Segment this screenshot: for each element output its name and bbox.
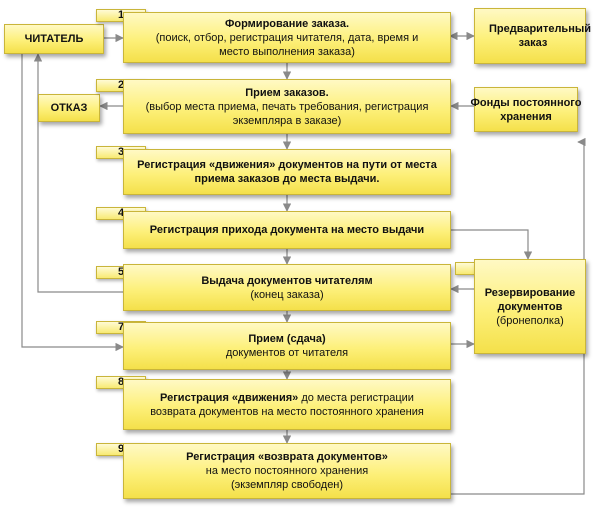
storage-funds-box: Фонды постоянного хранения <box>471 87 581 132</box>
step8-line1: Регистрация «движения» до места регистра… <box>160 391 414 405</box>
refusal-label: ОТКАЗ <box>50 102 88 114</box>
step9-title: Регистрация «возврата документов» <box>186 451 388 463</box>
step5-title: Выдача документов читателям <box>201 274 373 287</box>
arrow-reader-step7 <box>21 54 124 352</box>
step2-line3: экземпляра в заказе) <box>232 114 342 127</box>
step6-title: Резервирование <box>484 286 576 299</box>
step8-line1-bold: Регистрация «движения» <box>160 391 299 404</box>
step2-line2: (выбор места приема, печать требования, … <box>145 100 429 113</box>
step4-box: Регистрация прихода документа на место в… <box>123 211 451 249</box>
preorder-box: Предварительный заказ <box>474 8 591 64</box>
storage-funds-line2: хранения <box>500 110 552 123</box>
storage-funds-line1: Фонды постоянного <box>470 96 582 109</box>
step8-line1-rest: до места регистрации <box>298 391 414 404</box>
reader-box: ЧИТАТЕЛЬ <box>4 24 104 54</box>
step7-title: Прием (сдача) <box>248 333 326 345</box>
step6-line2: документов <box>497 300 563 313</box>
step1-title: Формирование заказа. <box>224 17 350 30</box>
step4-line1: Регистрация прихода документа на место в… <box>149 224 425 236</box>
step8-box: Регистрация «движения» до места регистра… <box>123 379 451 430</box>
step7-line2: документов от читателя <box>225 347 349 359</box>
refusal-box: ОТКАЗ <box>38 94 100 122</box>
step1-box: Формирование заказа. (поиск, отбор, реги… <box>123 12 451 63</box>
arrow-step5-reader <box>33 53 123 293</box>
preorder-label: Предварительный заказ <box>489 23 591 49</box>
step3-box: Регистрация «движения» документов на пут… <box>123 149 451 195</box>
step9-line2: на место постоянного хранения <box>205 465 369 477</box>
step5-line2: (конец заказа) <box>250 288 324 301</box>
arrow-step4-step6 <box>451 229 533 260</box>
step5-box: Выдача документов читателям (конец заказ… <box>123 264 451 311</box>
step7-box: Прием (сдача) документов от читателя <box>123 322 451 370</box>
step2-title: Прием заказов. <box>245 86 329 99</box>
step8-line2: возврата документов на место постоянного… <box>150 405 424 418</box>
step3-line1: Регистрация «движения» документов на пут… <box>137 159 437 171</box>
step1-line2: (поиск, отбор, регистрация читателя, дат… <box>155 31 419 44</box>
step3-line2: приема заказов до места выдачи. <box>194 173 380 185</box>
step1-line3: место выполнения заказа) <box>219 45 355 58</box>
step9-line3: (экземпляр свободен) <box>230 479 344 491</box>
step6-box: Резервирование документов (бронеполка) <box>474 259 586 354</box>
reader-label: ЧИТАТЕЛЬ <box>24 33 84 45</box>
step2-box: Прием заказов. (выбор места приема, печа… <box>123 79 451 134</box>
step9-box: Регистрация «возврата документов» на мес… <box>123 443 451 499</box>
step6-line3: (бронеполка) <box>496 314 564 327</box>
